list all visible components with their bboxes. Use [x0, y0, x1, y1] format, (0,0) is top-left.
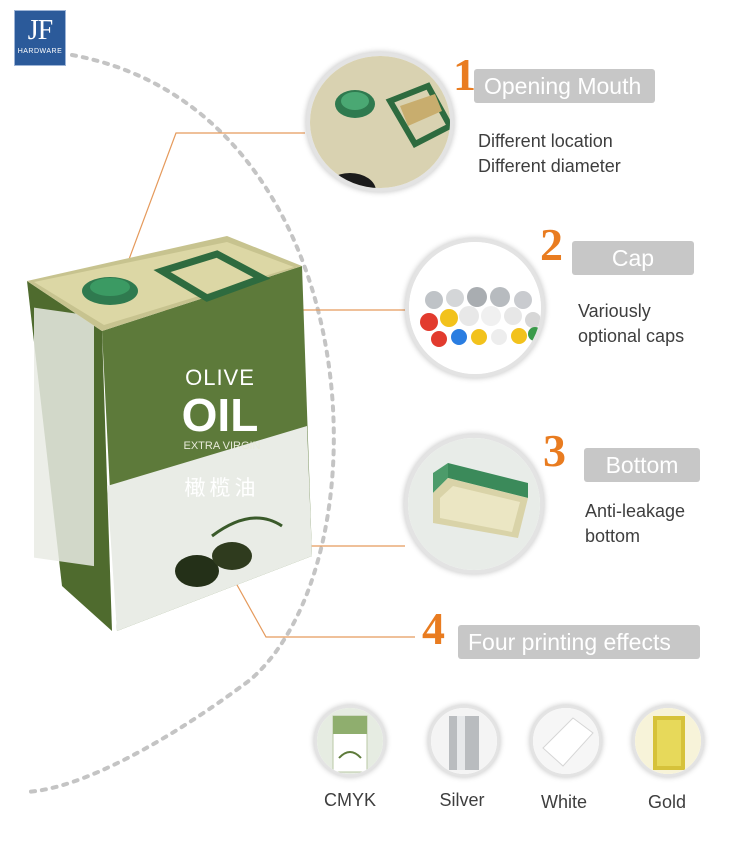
brand-logo[interactable]: JF HARDWARE: [14, 10, 66, 66]
feature-3-desc-line2: bottom: [585, 526, 641, 546]
opening-mouth-image: [306, 52, 454, 192]
logo-subtitle: HARDWARE: [17, 48, 63, 55]
feature-1-desc-line2: Different diameter: [478, 156, 621, 176]
feature-1-number: 1: [453, 49, 476, 100]
feature-3-desc-line1: Anti-leakage: [585, 501, 686, 521]
feature-3-number: 3: [543, 425, 566, 476]
feature-2-desc-line2: optional caps: [578, 326, 685, 346]
olive-oil-can: [27, 236, 312, 631]
silver-effect-image: [428, 705, 500, 777]
leader-line-1: [127, 132, 305, 263]
can-title-line1: OLIVE: [185, 365, 255, 390]
feature-2-desc-line1: Variously: [578, 301, 651, 321]
feature-2-number: 2: [540, 219, 563, 270]
logo-mark: JF: [27, 15, 53, 46]
feature-4-title: Four printing effects: [458, 625, 700, 659]
effect-label-cmyk: CMYK: [323, 790, 376, 810]
gold-effect-image: [632, 705, 704, 777]
feature-4-number: 4: [422, 603, 445, 654]
effect-label-white: White: [540, 792, 587, 812]
caps-image: [405, 238, 545, 378]
feature-1-title: Opening Mouth: [474, 69, 655, 103]
bottom-image: [404, 434, 544, 574]
effect-label-silver: Silver: [439, 790, 485, 810]
cmyk-effect-image: [314, 705, 386, 777]
feature-3-title: Bottom: [584, 448, 700, 482]
can-chinese-label: 橄榄油: [184, 477, 260, 500]
feature-2-title: Cap: [572, 241, 694, 275]
can-title-line2: OIL: [181, 389, 259, 441]
feature-1-desc-line1: Different location: [478, 131, 613, 151]
white-effect-image: [530, 705, 602, 777]
effect-label-gold: Gold: [647, 792, 687, 812]
can-subtitle: EXTRA VIRGIN: [183, 440, 261, 452]
